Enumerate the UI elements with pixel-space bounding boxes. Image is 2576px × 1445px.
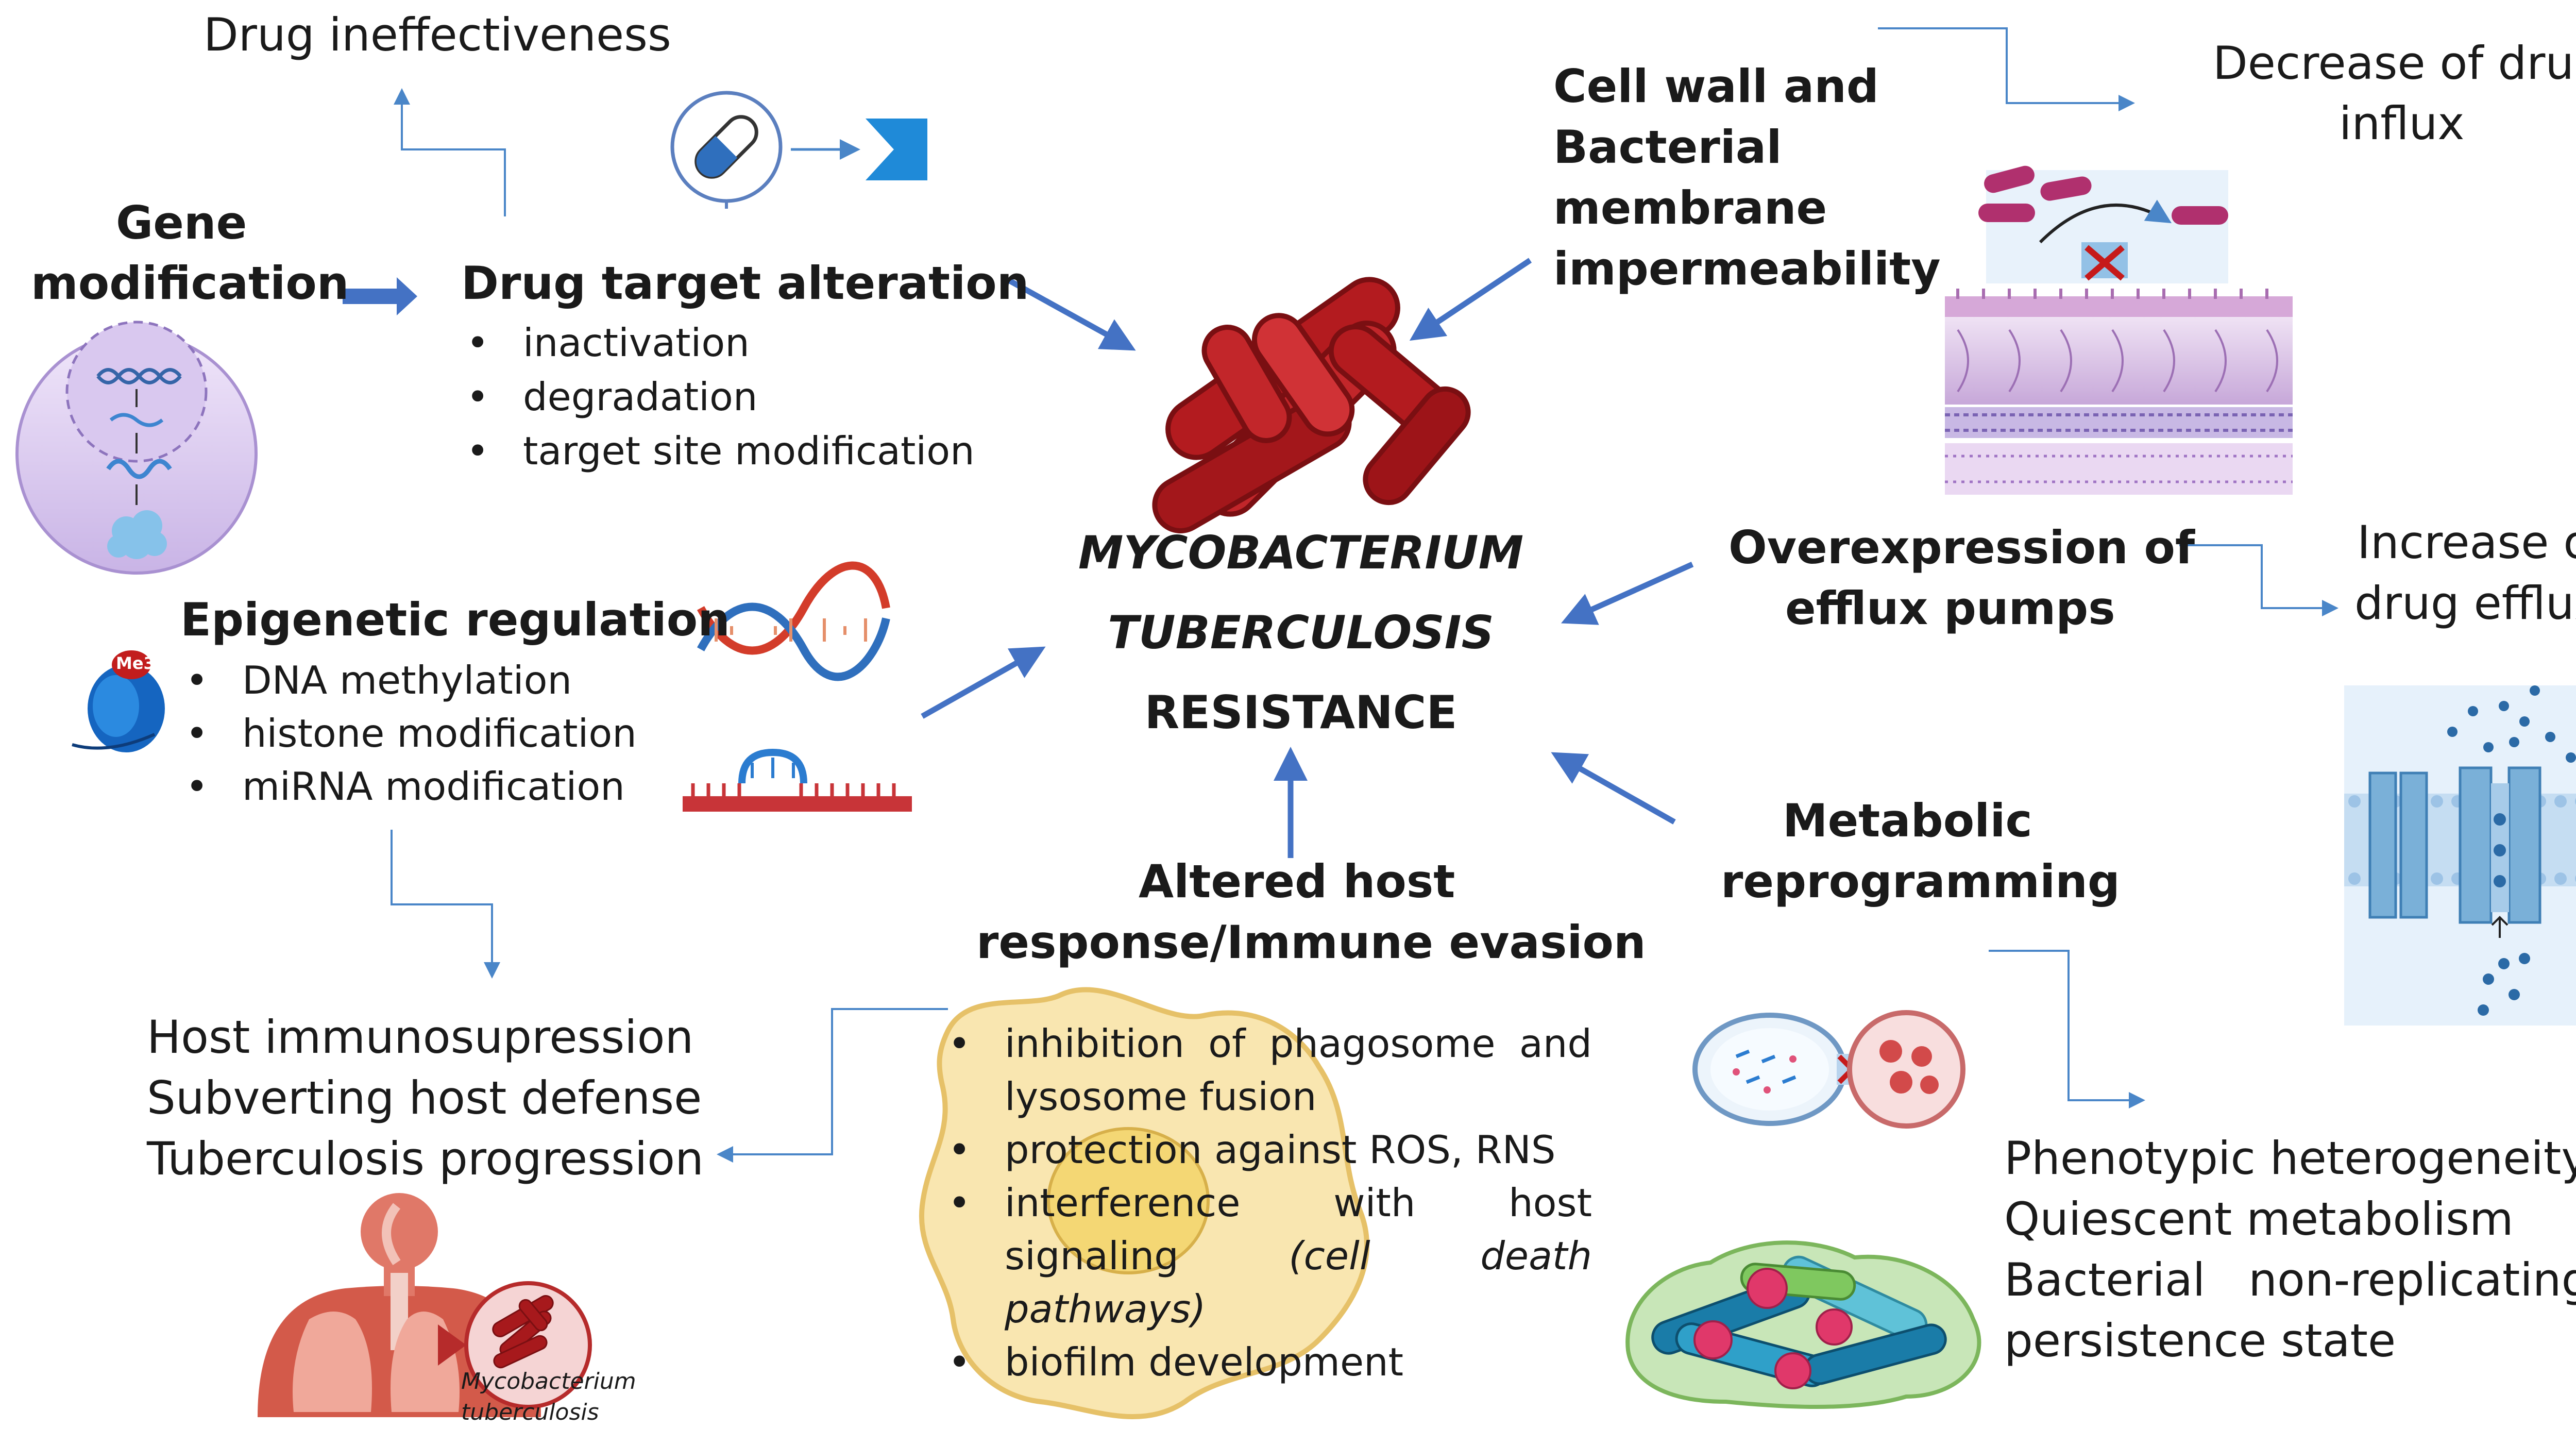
dna-helix-icon xyxy=(697,561,890,681)
biofilm-icon xyxy=(1625,1240,1981,1409)
epigenetic-title: Epigenetic regulation xyxy=(180,593,730,646)
metabolic-line2: reprogramming xyxy=(1721,855,2120,908)
cell-wall-line2: Bacterial xyxy=(1553,121,1782,174)
gene-to-target-arrow xyxy=(343,277,417,315)
mycobacterium-cluster-icon xyxy=(1152,277,1471,533)
host-bullet-3-word-1: interference xyxy=(1005,1180,1241,1225)
gene-title-line2: modification xyxy=(31,257,349,310)
host-bullet-1: inhibition of phagosome and xyxy=(948,1020,1592,1067)
cell-wall-membrane-icon xyxy=(1945,165,2293,495)
methylated-histone-icon xyxy=(72,650,165,752)
cell-wall-line4: impermeability xyxy=(1553,242,1941,295)
host-bullet-1-word-1: inhibition xyxy=(1005,1021,1184,1066)
host-bullet-1-word-4: and xyxy=(1519,1021,1592,1066)
host-bullet-3-line2-word-3: death xyxy=(1480,1233,1592,1279)
drug-target-bullet-2: degradation xyxy=(466,374,757,420)
host-bullet-3-line2-word-2: (cell xyxy=(1289,1233,1370,1279)
mirna-strand-icon xyxy=(683,748,912,812)
host-bullet-4: biofilm development xyxy=(948,1339,1403,1385)
cell-wall-line1: Cell wall and xyxy=(1553,60,1879,113)
lung-label-line2: tuberculosis xyxy=(461,1399,599,1425)
drug-target-bullet-3: target site modification xyxy=(466,428,975,474)
main-arrows xyxy=(921,258,1694,858)
host-outcome-line1: Host immunosupression xyxy=(147,1011,694,1064)
host-bullet-3-word-3: host xyxy=(1509,1180,1592,1225)
center-title-line2: TUBERCULOSIS xyxy=(1108,606,1494,659)
host-response-line1: Altered host xyxy=(1139,855,1455,908)
efflux-line2: efflux pumps xyxy=(1785,582,2115,635)
host-response-line2: response/Immune evasion xyxy=(976,916,1646,969)
mtb-callout-icon xyxy=(438,1281,592,1409)
host-bullet-1-line2: lysosome fusion xyxy=(1005,1074,1317,1119)
phagosome-lysosome-icon xyxy=(1692,1010,1965,1129)
drug-ineffectiveness-outcome: Drug ineffectiveness xyxy=(204,8,671,61)
metabolic-line1: Metabolic xyxy=(1783,794,2032,847)
drug-influx-outcome-line1: Decrease of drug xyxy=(2213,37,2576,90)
host-bullet-3-line3: pathways) xyxy=(1005,1286,1206,1332)
metabolic-outcome-line2: Quiescent metabolism xyxy=(2004,1192,2514,1246)
metabolic-outcome-line4: persistence state xyxy=(2004,1314,2396,1367)
host-bullet-1-word-2: of xyxy=(1208,1021,1246,1066)
cell-wall-line3: membrane xyxy=(1553,181,1827,234)
pill-target-icon xyxy=(670,91,927,209)
lung-label-line1: Mycobacterium xyxy=(461,1368,636,1394)
drug-influx-outcome-line2: influx xyxy=(2339,97,2465,150)
host-outcome-line2: Subverting host defense xyxy=(147,1071,702,1124)
drug-efflux-outcome-line1: Increase of xyxy=(2357,516,2576,569)
me3-label: Me3 xyxy=(116,653,155,673)
outcome-connectors xyxy=(391,27,2338,1163)
drug-efflux-outcome-line2: drug efflux xyxy=(2354,577,2576,630)
center-title-line1: MYCOBACTERIUM xyxy=(1078,526,1524,579)
host-bullet-3-word-2: with xyxy=(1333,1180,1416,1225)
metabolic-outcome-line3: Bacterial non-replicating xyxy=(2004,1253,2576,1306)
drug-target-bullet-1: inactivation xyxy=(466,320,750,366)
host-bullet-2: protection against ROS, RNS xyxy=(948,1127,1555,1173)
host-bullet-1-word-3: phagosome xyxy=(1269,1021,1496,1066)
epigenetic-bullet-3: miRNA modification xyxy=(185,763,625,810)
epigenetic-bullet-2: histone modification xyxy=(185,710,637,757)
cell-nucleus-icon xyxy=(15,321,258,575)
host-outcome-line3: Tuberculosis progression xyxy=(147,1132,704,1185)
host-bullet-3-line2-word-1: signaling xyxy=(1005,1233,1179,1279)
host-bullet-3-line2: signaling (cell death xyxy=(1005,1233,1592,1279)
gene-title-line1: Gene xyxy=(116,196,247,249)
efflux-pump-icon xyxy=(2344,685,2576,1026)
efflux-line1: Overexpression of xyxy=(1728,521,2195,574)
host-bullet-3: interference with host xyxy=(948,1180,1592,1226)
metabolic-outcome-line1: Phenotypic heterogeneity xyxy=(2004,1132,2576,1185)
center-title-line3: RESISTANCE xyxy=(1144,686,1458,739)
drug-target-title: Drug target alteration xyxy=(461,257,1029,310)
epigenetic-bullet-1: DNA methylation xyxy=(185,657,572,703)
